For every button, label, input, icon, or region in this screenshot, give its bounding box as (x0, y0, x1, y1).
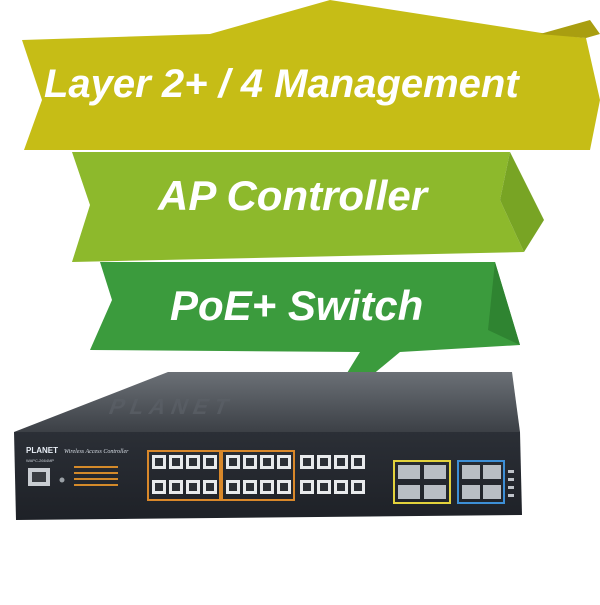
poe-port-group-1 (147, 450, 221, 501)
reset-button (59, 477, 65, 483)
ribbon-fold-middle (500, 152, 544, 252)
sfp-ports-1 (398, 465, 446, 499)
ribbon-layer2-management (22, 0, 600, 150)
poe-port-group-2 (221, 450, 295, 501)
model-label: WAPC-2664MP (26, 458, 55, 463)
banner-text-ap-controller: AP Controller (158, 172, 428, 219)
ribbon-ap-controller (72, 152, 524, 262)
sfp-port-group-1 (393, 460, 451, 504)
ribbon-fold-bottom (488, 262, 520, 345)
sfp-ports-2 (462, 465, 501, 499)
product-name-label: Wireless Access Controller (64, 449, 129, 455)
banner-text-poe-switch: PoE+ Switch (170, 282, 424, 329)
led-indicators (74, 466, 118, 486)
sfp-port-group-2 (457, 460, 505, 504)
system-leds (508, 470, 514, 497)
banner-text-layer2-management: Layer 2+ / 4 Management (44, 62, 519, 106)
top-embossed-logo: PLANET (106, 394, 239, 419)
ribbon-fold-top (540, 20, 600, 38)
ribbon-poe-switch (90, 262, 520, 420)
brand-logo-text: PLANET (26, 446, 58, 455)
switch-top-panel (14, 372, 520, 432)
